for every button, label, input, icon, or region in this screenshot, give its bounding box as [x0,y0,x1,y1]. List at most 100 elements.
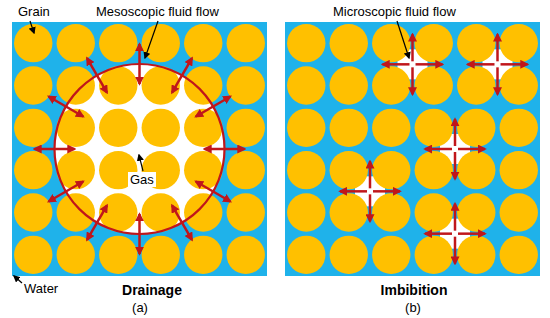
grain [99,24,137,62]
microscopic-flow-arrow [369,194,372,221]
grain [372,109,410,147]
gas-boundary [55,64,225,234]
microscopic-flow-arrow [340,190,367,193]
grain [330,24,368,62]
mesoscopic-flow-arrow [35,148,75,151]
grain [330,66,368,104]
panel-title: Imbibition [381,283,448,298]
grain [287,193,325,231]
grain [227,109,265,147]
grain [287,236,325,274]
panel-letter: (b) [405,300,421,315]
grain [457,24,495,62]
mesoscopic-flow-arrow [87,205,107,240]
mesoscopic-flow-arrow [138,214,141,254]
microscopic-flow-arrow [496,34,499,61]
microscopic-flow-arrow [468,63,495,66]
grain [184,236,222,274]
microscopic-flow-arrow [458,148,485,151]
gas-label: Gas [128,172,156,187]
panel-title: Drainage [122,283,182,298]
microscopic-flow-arrow [383,63,410,66]
grain [14,193,52,231]
leader-arrow [145,21,158,58]
grain [227,236,265,274]
grain [372,236,410,274]
grain [287,151,325,189]
mesoscopic-flow-arrow [205,148,245,151]
leader-arrow [30,21,34,33]
microscopic-flow-arrow [425,148,452,151]
mesoscopic-flow-arrow [138,44,141,84]
grain [14,151,52,189]
grain [330,151,368,189]
grain [227,24,265,62]
mesoscopic-flow-arrow [49,97,84,117]
grain [287,109,325,147]
grain [330,236,368,274]
mesoscopic-flow-arrow [196,182,231,202]
grain [415,109,453,147]
grain [227,66,265,104]
grain [500,151,538,189]
microscopic-flow-arrow [411,67,414,94]
grain [142,109,180,147]
grain [227,151,265,189]
water-ground [12,22,267,276]
leader-arrow [139,155,143,171]
microscopic-flow-arrow [411,34,414,61]
grain [500,236,538,274]
grain [99,109,137,147]
grain-label: Grain [18,4,50,19]
microscopic-flow-arrow [501,63,528,66]
grain [500,109,538,147]
grain [184,193,222,231]
grain [57,66,95,104]
flow-label: Microscopic fluid flow [333,4,456,19]
grain [184,24,222,62]
leader-arrow [397,21,409,58]
grain [287,24,325,62]
grain [457,236,495,274]
microscopic-flow-arrow [454,119,457,146]
grain [500,24,538,62]
pore-panel [285,22,540,276]
grain [415,236,453,274]
grain [330,193,368,231]
grain [500,193,538,231]
grain [372,66,410,104]
grain [415,66,453,104]
grain [57,193,95,231]
leader-arrow [14,276,22,283]
grain [57,24,95,62]
grain [184,66,222,104]
mesoscopic-flow-arrow [196,97,231,117]
grain [14,66,52,104]
mesoscopic-flow-arrow [87,58,107,93]
microscopic-flow-arrow [373,190,400,193]
grain [142,24,180,62]
grain [142,236,180,274]
grain [330,109,368,147]
grain [14,109,52,147]
microscopic-flow-arrow [496,67,499,94]
flow-label: Mesoscopic fluid flow [96,4,219,19]
grain [57,236,95,274]
microscopic-flow-arrow [454,204,457,231]
grain [500,66,538,104]
grain [457,151,495,189]
microscopic-flow-arrow [369,161,372,188]
grain [14,236,52,274]
gas-region [55,64,225,234]
water-label: Water [24,281,58,296]
microscopic-flow-arrow [454,237,457,264]
grain [457,193,495,231]
grain [99,236,137,274]
panel-letter: (a) [132,300,148,315]
microscopic-flow-arrow [454,152,457,179]
microscopic-flow-arrow [416,63,443,66]
grain [372,151,410,189]
mesoscopic-flow-arrow [172,205,192,240]
